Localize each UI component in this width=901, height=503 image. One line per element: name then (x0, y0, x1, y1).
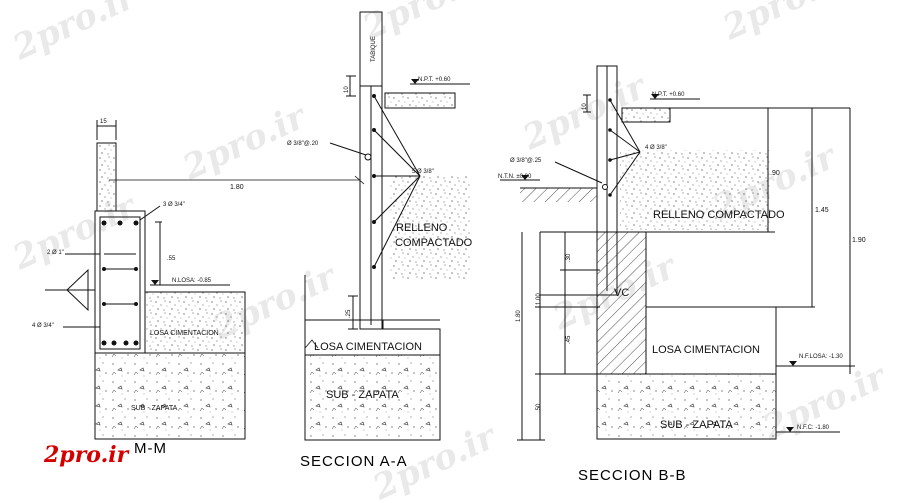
label-subzapata-bb: SUB - ZAPATA (660, 419, 733, 431)
dim-10-bb: 10 (582, 103, 588, 110)
dim-15: 15 (100, 119, 107, 125)
watermark-text: 2pro.ir (6, 0, 144, 69)
label-nlosa: N.LOSA: -0.85 (172, 278, 212, 284)
section-aa (304, 11, 470, 441)
section-mm (45, 120, 365, 440)
label-npt-bb: N.P.T. +0.60 (652, 92, 685, 98)
section-bb-labels: 10 N.P.T. +0.60 4 Ø 3/8" Ø 3/8"@.25 N.T.… (498, 92, 866, 431)
stirrup (99, 216, 141, 350)
dim-190: 1.90 (852, 237, 866, 244)
sub-zapata-aa (304, 354, 441, 441)
dim-50: .50 (536, 403, 542, 412)
label-losa: LOSA CIMENTACION (150, 330, 219, 337)
dim-180-bb: 1.80 (516, 310, 522, 322)
label-vc: VC (614, 287, 629, 299)
dim-55: .55 (167, 256, 176, 262)
sub-zapata (94, 352, 246, 440)
dim-90: .90 (770, 170, 780, 177)
watermark-text: 2pro.ir (6, 186, 144, 279)
label-bar-left: Ø 3/8"@.20 (287, 141, 319, 147)
label-subzapata: SUB - ZAPATA (131, 405, 178, 412)
title-mm: M-M (134, 440, 167, 457)
dim-145: 1.45 (815, 207, 829, 214)
watermark-text: 2pro.ir (756, 356, 894, 449)
label-bar-right-bb: 4 Ø 3/8" (645, 145, 667, 151)
label-ntn: N.T.N. ±0.00 (498, 174, 532, 180)
watermark-text: 2pro.ir (716, 0, 854, 49)
label-tabique: TABIQUE (371, 36, 377, 62)
losa-fill (144, 291, 246, 354)
section-aa-labels: TABIQUE 10 N.P.T. +0.60 Ø 3/8"@.20 5 Ø 3… (287, 36, 473, 401)
label-subzapata-aa: SUB - ZAPATA (326, 389, 399, 401)
title-aa: SECCION A-A (300, 453, 408, 470)
label-relleno-1: RELLENO (396, 222, 448, 234)
label-bars-mid: 2 Ø 1" (47, 250, 64, 256)
label-bars-top: 3 Ø 3/4" (163, 202, 185, 208)
label-bar-right: 5 Ø 3/8" (412, 169, 434, 175)
section-bb (500, 65, 855, 441)
label-relleno-2: COMPACTADO (395, 237, 473, 249)
label-losa-bb: LOSA CIMENTACION (652, 344, 760, 356)
dim-45: .45 (566, 335, 572, 344)
dim-10: 10 (344, 86, 350, 93)
label-bar-left-bb: Ø 3/8"@.25 (510, 158, 542, 164)
vc-block (596, 231, 647, 375)
label-relleno-bb: RELLENO COMPACTADO (653, 209, 785, 221)
title-bb: SECCION B-B (578, 467, 687, 484)
dim-25: .25 (346, 309, 352, 318)
label-npt: N.P.T. +0.60 (418, 77, 451, 83)
sub-zapata-bb (596, 373, 777, 440)
label-bars-bot: 4 Ø 3/4" (32, 323, 54, 329)
label-nflosa: N.F.LOSA: -1.30 (799, 354, 843, 360)
brand-logo: 2pro.ir (43, 442, 130, 468)
dim-30: .30 (566, 253, 572, 262)
label-nfc: N.F.C: -1.80 (797, 425, 830, 431)
dim-100: 1.00 (536, 293, 542, 305)
label-losa-aa: LOSA CIMENTACION (314, 341, 422, 353)
section-mm-labels: 15 1.80 3 Ø 3/4" 2 Ø 1" 4 Ø 3/4" .55 N.L… (32, 119, 244, 412)
dim-180: 1.80 (230, 184, 244, 191)
